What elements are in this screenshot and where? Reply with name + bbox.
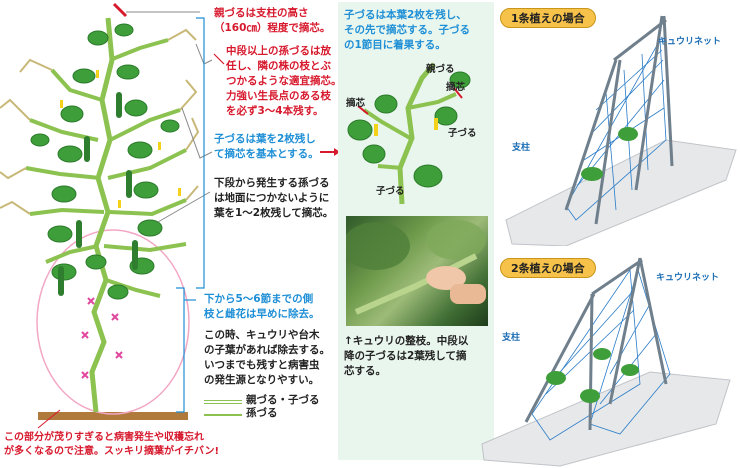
- note-line: が多くなるので注意。スッキリ摘葉がイチバン!: [4, 446, 220, 457]
- illus-pinch-right: [453, 87, 463, 99]
- illus-branch-left: [362, 108, 411, 140]
- note-black-1: 下段から発生する孫づる は地面につかないように 葉を1～2枚残して摘芯。: [214, 176, 333, 221]
- label-oyazuru: 親づる: [426, 64, 455, 75]
- label-kozuru-right: 子づる: [448, 128, 477, 139]
- note-line: 葉を1～2枚残して摘芯。: [214, 207, 334, 219]
- double-seedlings: [546, 348, 639, 403]
- single-posts: [564, 15, 674, 225]
- note-line: 枝と雌花は早めに除去。: [204, 308, 320, 320]
- illus-flower: [434, 118, 438, 130]
- net-label-double: キュウリネット: [656, 273, 720, 283]
- kozuru-illustration: [347, 62, 471, 205]
- legend-grand-label: 孫づる: [246, 407, 278, 419]
- net-label-single: キュウリネット: [658, 37, 722, 47]
- note-middle-red: 中段以上の孫づるは放 任し、隣の株の枝とぶ つかるような適宜摘芯。 力強い生長点…: [226, 44, 342, 119]
- note-black-2: この時、キュウリや台木 の子葉があれば除去する。 いつまでも残すと病害虫 の発生…: [204, 328, 330, 388]
- blue-brackets: [176, 17, 205, 413]
- leaves: [30, 23, 180, 300]
- post-label-single: 支柱: [512, 143, 531, 153]
- label-tekishin-left: 摘芯: [346, 98, 366, 109]
- label-tekishin-right: 摘芯: [446, 82, 466, 93]
- caption-line: ↑キュウリの整枝。中段以: [344, 335, 469, 347]
- cucumbers: [58, 92, 138, 296]
- note-bottom-red: この部分が茂りすぎると病害発生や収穫忘れ が多くなるので注意。スッキリ摘葉がイチ…: [4, 431, 219, 459]
- heading-line: その先で摘芯する。子づる: [344, 24, 470, 36]
- single-seedlings: [581, 127, 638, 181]
- illus-main-stem: [397, 62, 436, 205]
- photo-detail: [346, 220, 486, 315]
- removal-marks: [81, 297, 123, 379]
- main-stem: [89, 17, 115, 413]
- pinch-mark-top: [112, 2, 128, 18]
- photo-caption: ↑キュウリの整枝。中段以 降の子づるは2葉残して摘 芯する。: [344, 334, 468, 379]
- legend-swatch-main: [204, 400, 242, 404]
- single-row-illustration: [505, 15, 737, 246]
- flowers: [60, 70, 181, 208]
- legend-main-label: 親づる・子づる: [246, 394, 320, 406]
- note-line: 下段から発生する孫づる: [214, 177, 330, 189]
- caption-line: 芯する。: [344, 365, 386, 377]
- leader-lines: [126, 11, 213, 223]
- double-row-illustration: [481, 257, 731, 467]
- plant-illustration: [0, 2, 338, 429]
- illus-branch-right: [407, 92, 457, 110]
- side-branches: [25, 38, 187, 298]
- illus-branch-low: [377, 164, 403, 170]
- note-line: 力強い生長点のある枝: [226, 90, 331, 102]
- note-line: て摘芯を基本とする。: [214, 148, 319, 160]
- label-kozuru-bottom: 子づる: [376, 186, 405, 197]
- note-line: 任し、隣の株の枝とぶ: [226, 60, 331, 72]
- red-arrow-left: [213, 53, 225, 65]
- note-top-red: 親づるは支柱の高さ （160㎝）程度で摘芯。: [214, 6, 330, 36]
- bottom-pointer: [37, 409, 61, 429]
- note-line: この部分が茂りすぎると病害発生や収穫忘れ: [4, 432, 204, 443]
- heading-line: の1節目に着果する。: [344, 39, 446, 51]
- note-line: つかるような適宜摘芯。: [226, 75, 342, 87]
- note-line: この時、キュウリや台木: [204, 329, 320, 341]
- note-line: を必ず3～4本残す。: [226, 105, 324, 117]
- double-mulch-bed: [481, 371, 731, 467]
- heading-line: 子づるは本葉2枚を残し、: [344, 9, 467, 21]
- soil: [38, 412, 188, 420]
- panel-heading: 子づるは本葉2枚を残し、 その先で摘芯する。子づる の1節目に着果する。: [344, 8, 470, 53]
- note-line: （160㎝）程度で摘芯。: [214, 22, 331, 34]
- illus-pinch-left: [357, 105, 369, 115]
- caption-line: 降の子づるは2葉残して摘: [344, 350, 467, 362]
- note-blue-2: 下から5～6節までの側 枝と雌花は早めに除去。: [204, 292, 320, 322]
- note-line: 中段以上の孫づるは放: [226, 45, 331, 57]
- post-label-double: 支柱: [502, 333, 521, 343]
- red-arrowhead: [334, 148, 338, 156]
- illus-leaves: [347, 71, 471, 188]
- pruning-photo: [346, 216, 488, 326]
- note-line: の発生源となりやすい。: [204, 374, 320, 386]
- note-line: 下から5～6節までの側: [204, 293, 314, 305]
- title-single-row: 1条植えの場合: [500, 8, 596, 28]
- note-line: 子づるは葉を2枚残し: [214, 133, 316, 145]
- illus-flower: [374, 124, 378, 136]
- note-line: 親づるは支柱の高さ: [214, 7, 309, 19]
- legend-swatch-grand: [204, 414, 242, 416]
- grand-vines: [0, 28, 200, 215]
- single-mulch-bed: [505, 139, 737, 246]
- note-line: は地面につかないように: [214, 192, 330, 204]
- double-posts: [524, 257, 668, 431]
- note-blue-1: 子づるは葉を2枚残し て摘芯を基本とする。: [214, 132, 319, 162]
- lower-zone-ellipse: [36, 229, 190, 415]
- note-line: いつまでも残すと病害虫: [204, 359, 320, 371]
- title-double-row: 2条植えの場合: [500, 258, 596, 278]
- note-line: の子葉があれば除去する。: [204, 344, 330, 356]
